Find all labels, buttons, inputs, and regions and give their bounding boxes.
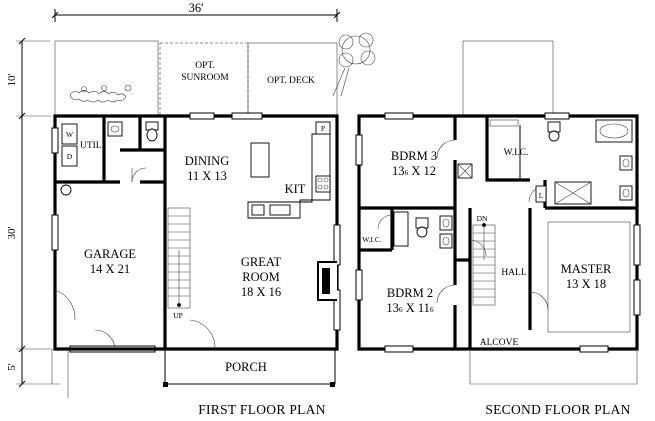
first-floor-plan: OPT. SUNROOM OPT. DECK xyxy=(51,32,376,417)
landscaping-shrubs xyxy=(69,84,132,103)
dimension-porch-label: 5' xyxy=(6,363,18,371)
kitchen-label: KIT xyxy=(285,182,306,196)
porch-label: PORCH xyxy=(225,360,267,374)
windows xyxy=(51,112,341,331)
rear-yard-area xyxy=(54,40,159,117)
second-floor-plan: L W.I.C. W.I.C. BDRM 3 136 X 12 BDRM 2 1… xyxy=(355,40,641,417)
opt-deck-label: OPT. DECK xyxy=(267,76,315,86)
util-label: UTIL. xyxy=(80,141,104,151)
great-room-size: 18 X 16 xyxy=(241,285,281,299)
bathtub-icon xyxy=(393,211,409,247)
kitchen-island xyxy=(250,142,270,178)
wic-top-label: W.I.C. xyxy=(504,148,529,158)
sink-icon xyxy=(269,204,291,216)
dimension-lines: 36' 10' 30' 5' xyxy=(6,1,341,388)
great-room-label-2: ROOM xyxy=(242,270,280,284)
hall-label: HALL xyxy=(501,268,527,278)
dimension-rear-label: 10' xyxy=(6,73,18,86)
dryer-label: D xyxy=(67,152,73,161)
opt-sunroom-label-1: OPT. xyxy=(195,61,215,71)
tree-icon xyxy=(332,32,376,97)
water-heater-icon xyxy=(60,184,72,196)
bdrm3-label: BDRM 3 xyxy=(391,149,437,163)
stair-dn-label: DN xyxy=(477,214,488,223)
second-floor-title: SECOND FLOOR PLAN xyxy=(485,402,630,417)
windows-second xyxy=(355,112,641,353)
porch-outline xyxy=(164,349,336,385)
dining-label: DINING xyxy=(185,154,229,168)
garage-label: GARAGE xyxy=(84,247,136,261)
garage-door xyxy=(69,345,156,353)
alcove-label: ALCOVE xyxy=(480,338,519,348)
bdrm2-size: 136 X 116 xyxy=(386,301,434,315)
linen-label: L xyxy=(539,191,544,200)
opt-sunroom-label-2: SUNROOM xyxy=(181,73,229,83)
great-room-label-1: GREAT xyxy=(241,255,282,269)
bdrm3-size: 136 X 12 xyxy=(392,164,436,178)
dimension-main-label: 30' xyxy=(6,226,18,239)
master-ceiling-outline xyxy=(547,221,631,333)
dining-size: 11 X 13 xyxy=(187,169,227,183)
bdrm2-label: BDRM 2 xyxy=(387,286,433,300)
stair-up-label: UP xyxy=(173,311,183,320)
master-tub-icon xyxy=(595,119,633,143)
first-floor-title: FIRST FLOOR PLAN xyxy=(198,402,326,417)
master-size: 13 X 18 xyxy=(566,277,606,291)
pantry-label: P xyxy=(321,124,325,133)
wic-left-label: W.I.C. xyxy=(362,235,382,244)
garage-size: 14 X 21 xyxy=(90,262,130,276)
dimension-width-label: 36' xyxy=(189,1,204,15)
roof-below-outline xyxy=(462,40,554,117)
washer-label: W xyxy=(66,130,74,139)
range-icon xyxy=(315,175,331,193)
master-label: MASTER xyxy=(561,262,612,276)
stair-first-floor xyxy=(167,207,191,309)
stair-second-floor xyxy=(472,222,496,306)
door-swings-first xyxy=(54,167,216,350)
